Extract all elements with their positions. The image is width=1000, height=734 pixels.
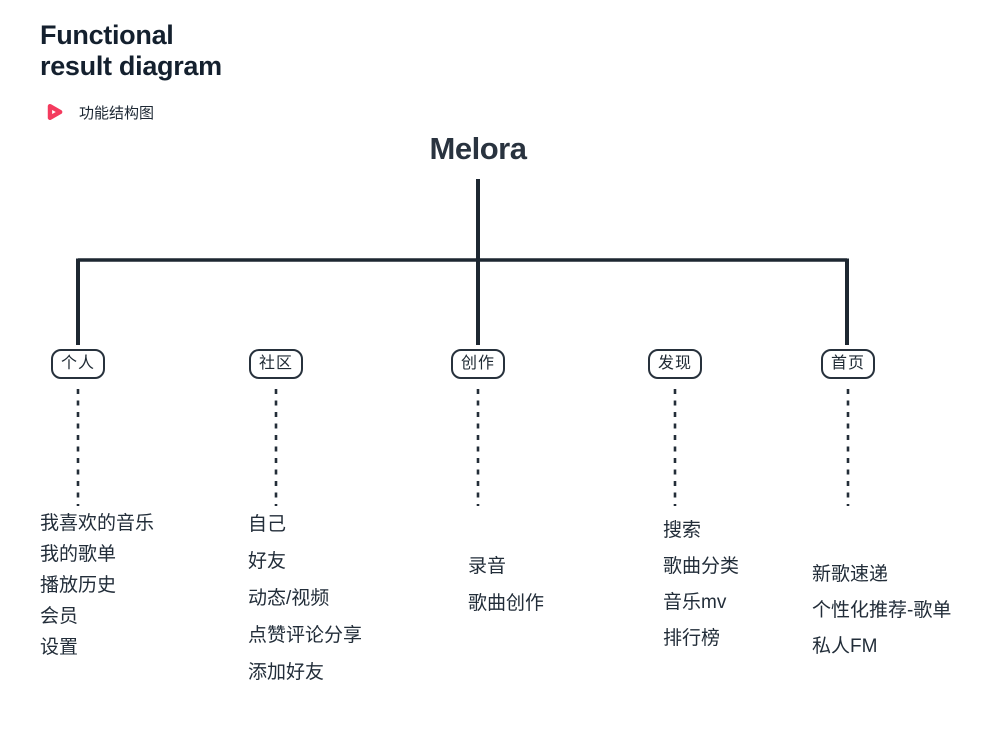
list-item: 设置 xyxy=(40,637,79,658)
feature-list-home: 新歌速递 个性化推荐-歌单 私人FM xyxy=(812,557,951,665)
node-community: 社区 xyxy=(249,349,303,379)
page-title-line2: result diagram xyxy=(40,51,222,81)
list-item: 歌曲分类 xyxy=(663,556,740,577)
list-item: 我的歌单 xyxy=(40,544,117,565)
list-item: 私人FM xyxy=(812,636,878,657)
page-title: Functional result diagram xyxy=(40,20,222,82)
list-item: 搜索 xyxy=(663,520,702,541)
node-home: 首页 xyxy=(821,349,875,379)
node-discover: 发现 xyxy=(648,349,702,379)
page-title-line1: Functional xyxy=(40,20,174,50)
list-item: 会员 xyxy=(40,606,79,627)
list-item: 新歌速递 xyxy=(812,564,889,585)
list-item: 好友 xyxy=(248,551,287,572)
list-item: 排行榜 xyxy=(663,628,721,649)
list-item: 自己 xyxy=(248,514,287,535)
list-item: 我喜欢的音乐 xyxy=(40,513,155,534)
subtitle-label: 功能结构图 xyxy=(79,104,155,122)
root-node-label: Melora xyxy=(429,131,527,166)
list-item: 动态/视频 xyxy=(248,588,330,609)
node-personal: 个人 xyxy=(51,349,105,379)
list-item: 录音 xyxy=(468,556,507,577)
play-outline-icon xyxy=(47,103,63,121)
list-item: 点赞评论分享 xyxy=(248,625,363,646)
list-item: 音乐mv xyxy=(663,592,727,613)
list-item: 个性化推荐-歌单 xyxy=(812,600,952,621)
feature-list-community: 自己 好友 动态/视频 点赞评论分享 添加好友 xyxy=(248,506,362,691)
list-item: 播放历史 xyxy=(40,575,117,596)
list-item: 歌曲创作 xyxy=(468,593,545,614)
node-creation: 创作 xyxy=(451,349,505,379)
subtitle-row: 功能结构图 xyxy=(41,99,154,125)
list-item: 添加好友 xyxy=(248,662,325,683)
feature-list-discover: 搜索 歌曲分类 音乐mv 排行榜 xyxy=(663,513,739,657)
feature-list-creation: 录音 歌曲创作 xyxy=(468,548,544,622)
feature-list-personal: 我喜欢的音乐 我的歌单 播放历史 会员 设置 xyxy=(40,508,154,663)
